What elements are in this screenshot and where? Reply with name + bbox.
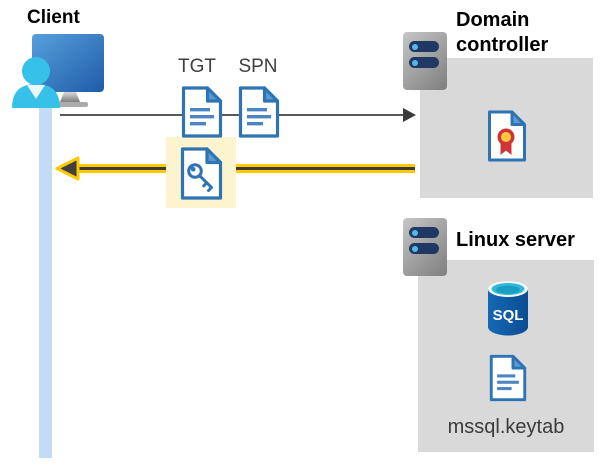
sql-database-icon: SQL — [488, 281, 528, 336]
server-drive-bar-icon — [409, 41, 439, 52]
keytab-label: mssql.keytab — [447, 416, 565, 438]
server-drive-bar-icon — [409, 227, 439, 238]
client-timeline-line — [39, 94, 52, 458]
key-document-icon — [180, 147, 223, 200]
keytab-document-icon — [489, 354, 527, 402]
server-drive-bar-icon — [409, 243, 439, 254]
spn-document-icon — [238, 86, 280, 138]
response-arrow-line — [74, 164, 415, 173]
tgt-label: TGT — [178, 56, 216, 77]
client-label: Client — [27, 7, 80, 28]
sql-badge-text: SQL — [493, 307, 524, 324]
request-arrow-line — [60, 114, 406, 116]
request-arrow-head-icon — [403, 108, 416, 122]
client-user-monitor-icon — [12, 34, 104, 108]
tgt-document-icon — [181, 86, 223, 138]
linux-server-icon — [403, 218, 447, 276]
response-arrow-head-icon — [55, 156, 80, 181]
spn-label: SPN — [238, 56, 278, 77]
linux-server-label: Linux server — [456, 229, 575, 251]
domain-controller-server-icon — [403, 32, 447, 90]
domain-controller-label: Domain controller — [456, 9, 549, 56]
server-drive-bar-icon — [409, 57, 439, 68]
certificate-icon — [488, 110, 526, 162]
